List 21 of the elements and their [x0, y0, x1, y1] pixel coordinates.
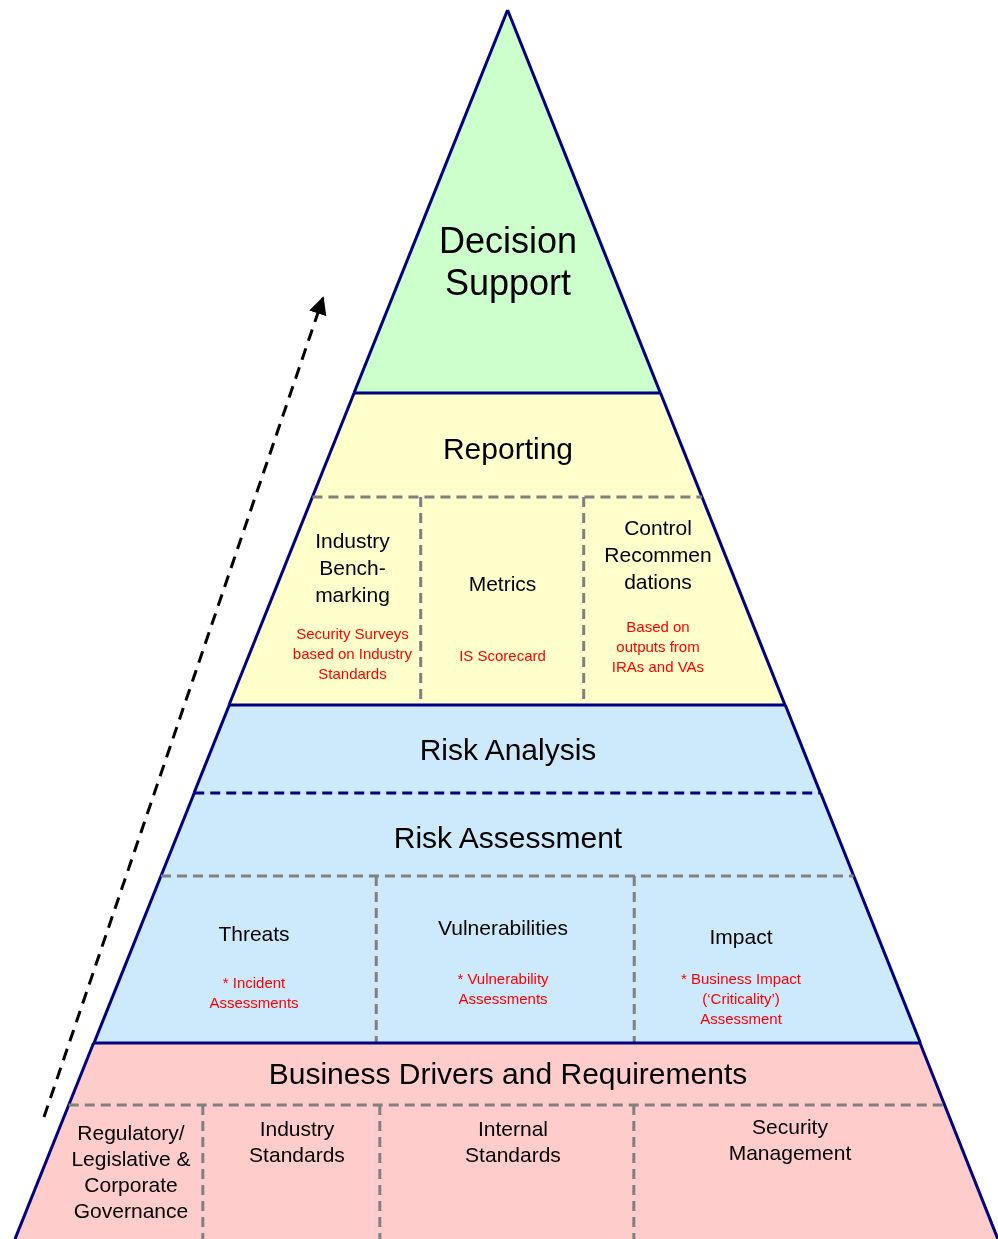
section-note: * Vulnerability Assessments	[456, 969, 550, 1009]
section-title: Regulatory/ Legislative & Corporate Governance	[70, 1120, 192, 1224]
section-title: Impact	[708, 924, 774, 950]
section-note: * Incident Assessments	[208, 973, 300, 1013]
section-title: Industry Standards	[248, 1116, 346, 1168]
section-title: Vulnerabilities	[437, 915, 569, 941]
tier-title: Risk Assessment	[392, 820, 624, 856]
tier-title: Decision Support	[437, 220, 578, 304]
section-title: Internal Standards	[464, 1116, 562, 1168]
tier-title: Business Drivers and Requirements	[267, 1056, 749, 1092]
section-note: * Business Impact (‘Criticality’) Assessment	[679, 969, 802, 1029]
section-title: Industry Bench-marking	[314, 528, 391, 608]
section-title: Threats	[217, 921, 291, 947]
section-note: Based on outputs from IRAs and VAs	[610, 617, 706, 677]
section-note: Security Surveys based on Industry Standards	[291, 624, 414, 684]
tier-title: Risk Analysis	[418, 732, 598, 768]
tier-title: Reporting	[441, 431, 574, 467]
section-note: IS Scorecard	[458, 646, 547, 666]
section-title: Control Recommen dations	[603, 515, 713, 595]
section-title: Metrics	[467, 571, 538, 597]
section-title: Security Management	[727, 1114, 853, 1166]
